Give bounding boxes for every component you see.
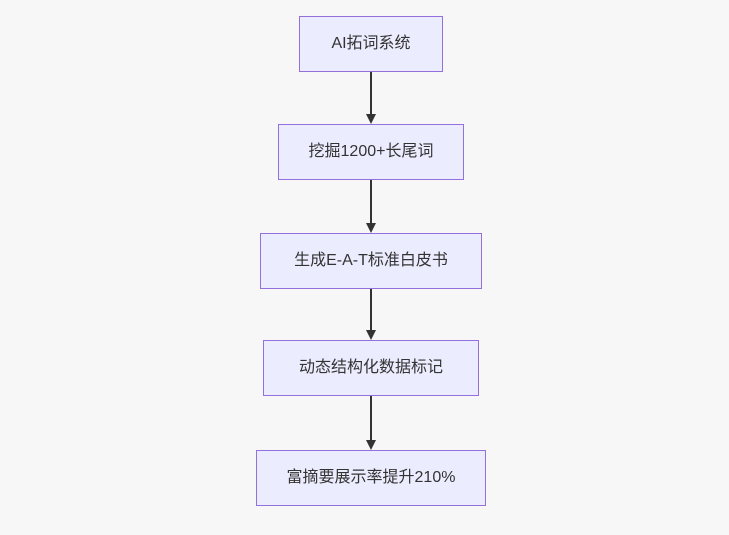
node-label: 富摘要展示率提升210%: [286, 469, 456, 486]
flowchart-arrow-3: [365, 289, 377, 340]
arrow-line: [370, 396, 372, 441]
flowchart-node-eat-whitepaper: 生成E-A-T标准白皮书: [260, 233, 482, 289]
arrow-head-icon: [366, 223, 376, 233]
arrow-head-icon: [366, 330, 376, 340]
flowchart-arrow-4: [365, 396, 377, 450]
node-label: 生成E-A-T标准白皮书: [294, 252, 448, 269]
arrow-head-icon: [366, 440, 376, 450]
node-label: 动态结构化数据标记: [298, 359, 443, 376]
flowchart-arrow-2: [365, 180, 377, 233]
arrow-line: [370, 289, 372, 331]
node-label: AI拓词系统: [331, 35, 411, 52]
arrow-line: [370, 72, 372, 115]
flowchart-node-longtail-mining: 挖掘1200+长尾词: [278, 124, 464, 180]
node-label: 挖掘1200+长尾词: [308, 143, 434, 160]
arrow-line: [370, 180, 372, 224]
flowchart-arrow-1: [365, 72, 377, 124]
flowchart-node-structured-data-markup: 动态结构化数据标记: [263, 340, 479, 396]
arrow-head-icon: [366, 114, 376, 124]
flowchart-node-ai-word-expansion: AI拓词系统: [299, 16, 443, 72]
flowchart-node-rich-snippet-rate: 富摘要展示率提升210%: [256, 450, 486, 506]
